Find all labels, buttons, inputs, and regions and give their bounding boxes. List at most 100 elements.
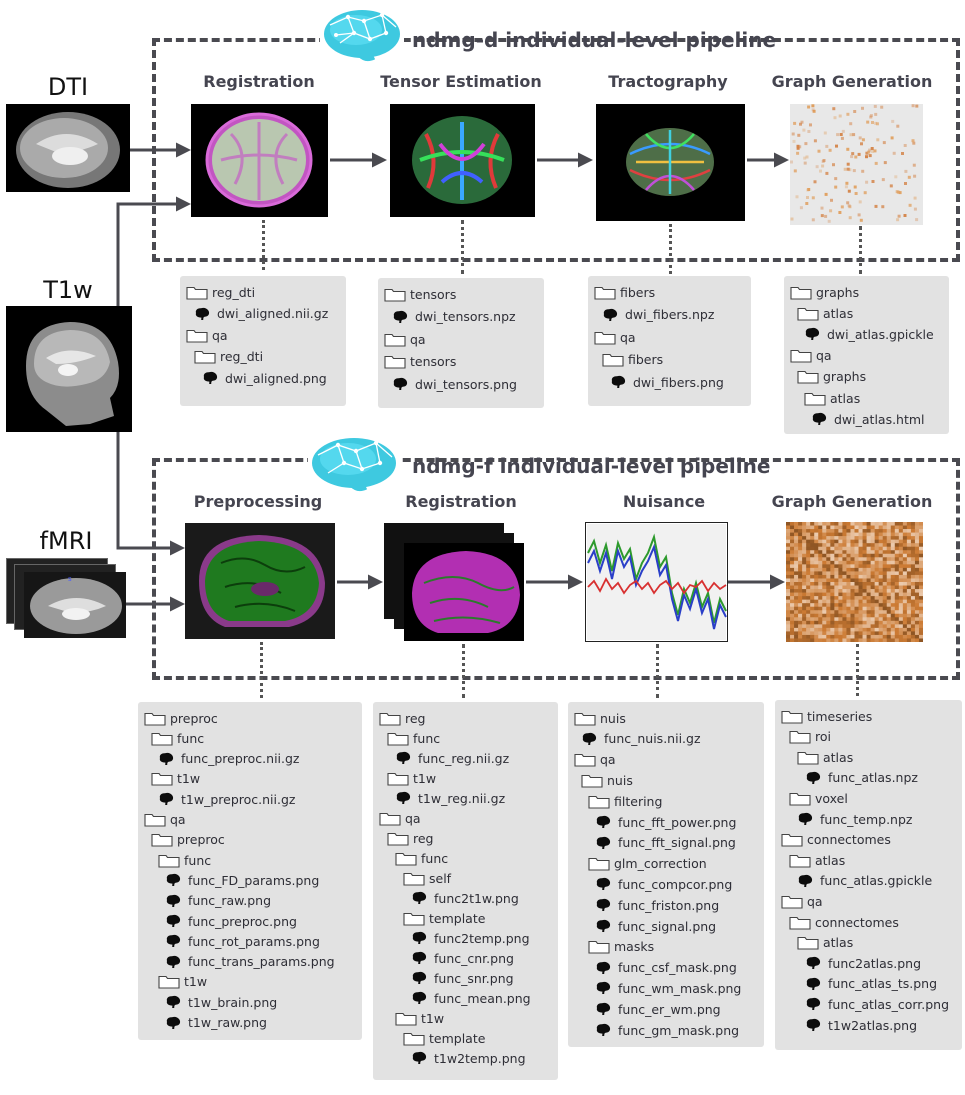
file-row[interactable]: t1w2temp.png (411, 1048, 526, 1068)
file-row[interactable]: func_FD_params.png (165, 870, 319, 890)
file-row[interactable]: func_temp.npz (797, 809, 912, 829)
folder-row[interactable]: qa (574, 750, 616, 770)
folder-label: masks (614, 939, 655, 955)
stage-label-nuisance: Nuisance (622, 492, 706, 511)
file-row[interactable]: t1w_preproc.nii.gz (158, 789, 295, 809)
folder-row[interactable]: t1w (395, 1008, 444, 1028)
file-row[interactable]: func2temp.png (411, 928, 530, 948)
file-row[interactable]: func_trans_params.png (165, 952, 335, 972)
folder-row[interactable]: connectomes (781, 830, 891, 850)
folder-row[interactable]: glm_correction (588, 854, 707, 874)
folder-row[interactable]: qa (379, 808, 421, 828)
file-row[interactable]: func_atlas_ts.png (805, 974, 937, 994)
file-row[interactable]: t1w2atlas.png (805, 1015, 917, 1035)
file-row[interactable]: func_atlas.npz (805, 768, 918, 788)
file-row[interactable]: func_signal.png (595, 916, 716, 936)
file-row[interactable]: func_er_wm.png (595, 999, 721, 1019)
folder-row[interactable]: atlas (789, 850, 845, 870)
folder-label: template (429, 1030, 486, 1046)
arrow-t1w-to-preprocessing (116, 432, 185, 556)
folder-row[interactable]: template (403, 1028, 485, 1048)
file-row[interactable]: func2t1w.png (411, 888, 519, 908)
folder-row[interactable]: t1w (151, 769, 200, 789)
file-row[interactable]: dwi_tensors.npz (392, 307, 516, 327)
folder-row[interactable]: self (403, 868, 451, 888)
file-row[interactable]: func_wm_mask.png (595, 978, 741, 998)
file-row[interactable]: dwi_atlas.gpickle (804, 324, 934, 344)
file-label: t1w_preproc.nii.gz (181, 791, 296, 807)
folder-row[interactable]: nuis (581, 770, 633, 790)
ndmg-f-title: ndmg-f individual-level pipeline (412, 454, 771, 478)
folder-row[interactable]: tensors (384, 284, 456, 304)
file-row[interactable]: func_gm_mask.png (595, 1020, 739, 1040)
folder-row[interactable]: qa (186, 325, 228, 345)
folder-row[interactable]: template (403, 908, 485, 928)
folder-row[interactable]: atlas (797, 303, 853, 323)
folder-row[interactable]: fibers (602, 350, 663, 370)
file-row[interactable]: t1w_reg.nii.gz (395, 788, 505, 808)
file-row[interactable]: func_compcor.png (595, 874, 732, 894)
file-row[interactable]: func_atlas_corr.png (805, 994, 949, 1014)
file-row[interactable]: func_raw.png (165, 891, 271, 911)
folder-row[interactable]: atlas (797, 747, 853, 767)
folder-row[interactable]: masks (588, 937, 654, 957)
folder-label: reg (405, 710, 426, 726)
folder-row[interactable]: graphs (790, 282, 859, 302)
file-row[interactable]: func_fft_signal.png (595, 833, 736, 853)
file-row[interactable]: dwi_fibers.npz (602, 305, 714, 325)
folder-row[interactable]: preproc (144, 708, 218, 728)
folder-row[interactable]: reg (387, 828, 434, 848)
folder-row[interactable]: filtering (588, 791, 662, 811)
file-row[interactable]: dwi_tensors.png (392, 374, 517, 394)
folder-row[interactable]: tensors (384, 352, 456, 372)
folder-label: qa (405, 810, 421, 826)
stage-label-graph-generation-f: Graph Generation (771, 492, 933, 511)
file-row[interactable]: func_reg.nii.gz (395, 748, 509, 768)
folder-row[interactable]: connectomes (789, 912, 899, 932)
file-row[interactable]: dwi_aligned.png (202, 368, 327, 388)
file-row[interactable]: func2atlas.png (805, 953, 921, 973)
file-row[interactable]: dwi_fibers.png (610, 372, 724, 392)
folder-row[interactable]: fibers (594, 282, 655, 302)
folder-row[interactable]: timeseries (781, 706, 872, 726)
file-row[interactable]: dwi_atlas.html (811, 409, 925, 429)
folder-row[interactable]: nuis (574, 708, 626, 728)
file-row[interactable]: func_cnr.png (411, 948, 514, 968)
folder-row[interactable]: voxel (789, 788, 848, 808)
folder-row[interactable]: preproc (151, 830, 225, 850)
folder-row[interactable]: reg_dti (194, 347, 263, 367)
folder-row[interactable]: func (387, 728, 440, 748)
file-row[interactable]: func_snr.png (411, 968, 514, 988)
folder-row[interactable]: qa (790, 346, 832, 366)
file-row[interactable]: func_csf_mask.png (595, 958, 737, 978)
folder-row[interactable]: func (158, 850, 211, 870)
file-row[interactable]: t1w_brain.png (165, 992, 277, 1012)
folder-row[interactable]: roi (789, 727, 831, 747)
folder-row[interactable]: t1w (387, 768, 436, 788)
file-row[interactable]: func_preproc.nii.gz (158, 749, 300, 769)
file-row[interactable]: func_fft_power.png (595, 812, 736, 832)
folder-row[interactable]: reg (379, 708, 426, 728)
file-row[interactable]: func_preproc.png (165, 911, 297, 931)
folder-row[interactable]: atlas (804, 388, 860, 408)
file-row[interactable]: func_nuis.nii.gz (581, 729, 701, 749)
file-row[interactable]: t1w_raw.png (165, 1013, 267, 1033)
folder-label: graphs (823, 369, 867, 385)
file-row[interactable]: func_mean.png (411, 988, 531, 1008)
folder-row[interactable]: t1w (158, 972, 207, 992)
folder-row[interactable]: reg_dti (186, 282, 255, 302)
folder-row[interactable]: qa (594, 327, 636, 347)
folder-row[interactable]: qa (144, 810, 186, 830)
file-row[interactable]: func_rot_params.png (165, 931, 320, 951)
dwi-graph-thumbnail (790, 104, 923, 225)
folder-row[interactable]: atlas (797, 933, 853, 953)
folder-row[interactable]: qa (384, 329, 426, 349)
file-label: func2t1w.png (434, 890, 519, 906)
file-row[interactable]: func_atlas.gpickle (797, 871, 932, 891)
folder-row[interactable]: func (395, 848, 448, 868)
folder-row[interactable]: graphs (797, 367, 866, 387)
file-row[interactable]: dwi_aligned.nii.gz (194, 304, 328, 324)
file-row[interactable]: func_friston.png (595, 895, 719, 915)
folder-row[interactable]: qa (781, 891, 823, 911)
folder-row[interactable]: func (151, 728, 204, 748)
